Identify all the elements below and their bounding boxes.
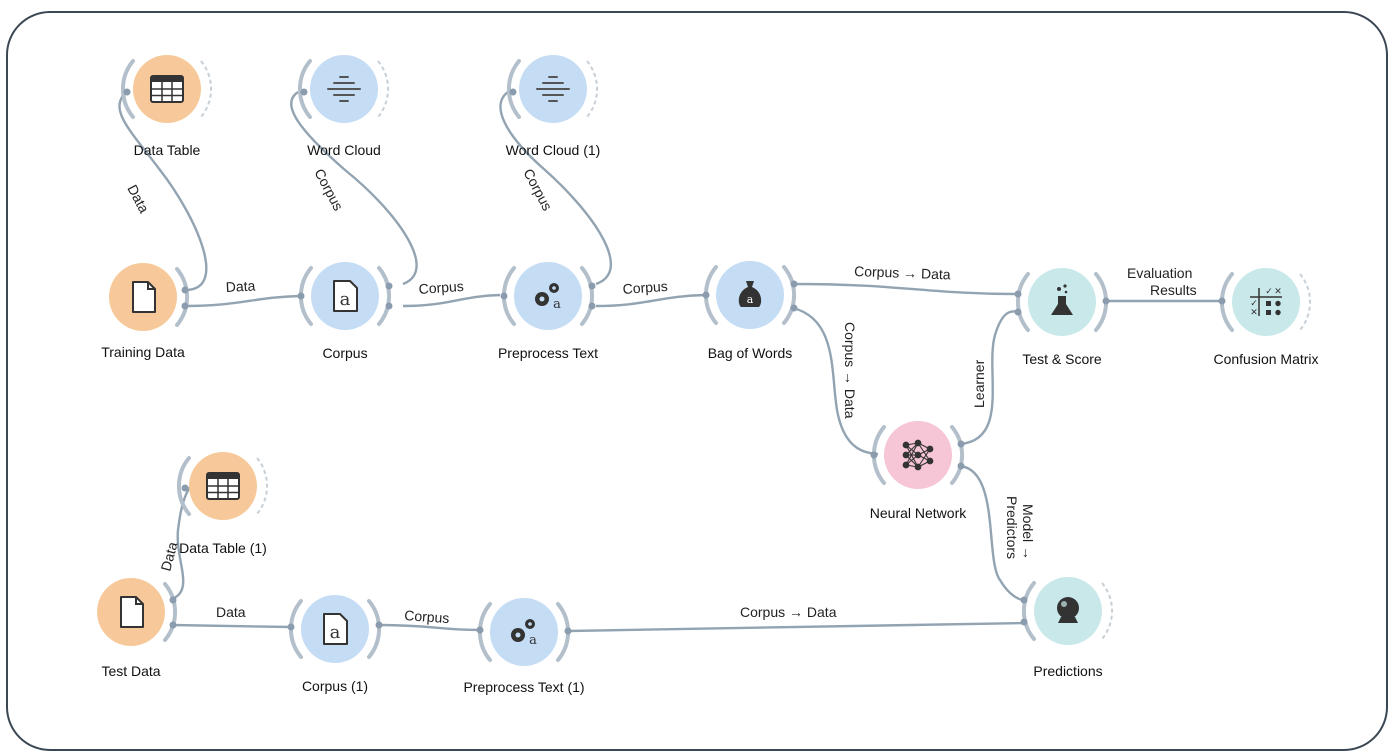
link-training-to-corpus[interactable] bbox=[184, 294, 301, 308]
link-training-to-datatable[interactable] bbox=[118, 91, 208, 292]
link-preprocess-to-wordcloud1[interactable] bbox=[499, 91, 613, 286]
file-icon bbox=[120, 596, 144, 628]
link-label: Corpus bbox=[311, 166, 346, 213]
link-preprocess1-to-predictions[interactable] bbox=[567, 621, 1026, 633]
table-icon bbox=[206, 472, 240, 500]
node-label: Confusion Matrix bbox=[1213, 351, 1318, 367]
node-label: Training Data bbox=[101, 344, 185, 360]
crystal-ball-icon bbox=[1057, 597, 1079, 623]
node-label: Predictions bbox=[1033, 663, 1102, 679]
node-label: Bag of Words bbox=[708, 345, 793, 361]
widget-predictions[interactable]: Predictions bbox=[1020, 577, 1113, 679]
svg-text:a: a bbox=[340, 289, 351, 310]
link-bow-to-testscore[interactable] bbox=[792, 282, 1016, 296]
link-preprocess-to-bow[interactable] bbox=[595, 293, 706, 308]
link-label: Corpus bbox=[622, 278, 668, 297]
node-label: Preprocess Text (1) bbox=[463, 679, 584, 695]
widget-corpus[interactable]: a Corpus bbox=[297, 262, 393, 361]
link-label: Results bbox=[1150, 282, 1197, 298]
word-cloud-icon bbox=[327, 76, 361, 102]
file-icon bbox=[132, 281, 156, 313]
link-label: Corpus → Data bbox=[854, 263, 951, 282]
workflow-canvas[interactable]: Data Data Corpus Corpus Corpus Corpus Co… bbox=[0, 0, 1397, 731]
link-label: Corpus bbox=[404, 607, 450, 626]
widget-word-cloud[interactable]: Word Cloud bbox=[298, 55, 389, 158]
corpus-document-icon: a bbox=[323, 613, 348, 645]
gears-icon: a bbox=[535, 283, 561, 312]
svg-text:✕: ✕ bbox=[1250, 308, 1258, 318]
word-cloud-icon bbox=[536, 76, 570, 102]
widget-preprocess-text[interactable]: a Preprocess Text bbox=[498, 262, 598, 361]
svg-text:a: a bbox=[553, 297, 561, 312]
link-label: Corpus bbox=[520, 166, 555, 213]
link-labels: Data Data Corpus Corpus Corpus Corpus Co… bbox=[124, 166, 1196, 626]
widget-data-table-1[interactable]: Data Table (1) bbox=[177, 452, 268, 556]
links bbox=[118, 90, 1222, 633]
money-bag-icon: a bbox=[738, 281, 762, 307]
link-label: Corpus → Data bbox=[842, 322, 858, 419]
widget-data-table[interactable]: Data Table bbox=[121, 55, 212, 158]
link-nn-to-testscore[interactable] bbox=[959, 310, 1019, 446]
node-label: Word Cloud bbox=[307, 142, 381, 158]
node-label: Data Table (1) bbox=[179, 540, 267, 556]
link-corpus-to-preprocess[interactable] bbox=[402, 293, 501, 308]
node-label: Corpus bbox=[322, 345, 367, 361]
link-testdata-to-datatable1[interactable] bbox=[171, 486, 192, 601]
widget-word-cloud-1[interactable]: Word Cloud (1) bbox=[506, 55, 601, 158]
link-label: Corpus → Data bbox=[740, 604, 837, 620]
link-label: Data bbox=[216, 604, 246, 620]
gears-icon: a bbox=[511, 619, 537, 648]
link-label: Predictors bbox=[1004, 496, 1020, 559]
link-label: Model → bbox=[1020, 504, 1036, 560]
node-label: Neural Network bbox=[870, 505, 967, 521]
node-label: Word Cloud (1) bbox=[506, 142, 601, 158]
svg-text:a: a bbox=[747, 293, 754, 306]
node-label: Data Table bbox=[134, 142, 201, 158]
svg-text:a: a bbox=[529, 633, 537, 648]
neural-network-icon bbox=[902, 439, 934, 471]
link-corpus-to-wordcloud[interactable] bbox=[290, 90, 418, 286]
link-label: Data bbox=[157, 540, 180, 573]
widget-corpus-1[interactable]: a Corpus (1) bbox=[287, 595, 383, 694]
flask-icon bbox=[1051, 284, 1073, 315]
svg-text:✕: ✕ bbox=[1274, 287, 1282, 297]
widget-test-data[interactable]: Test Data bbox=[97, 578, 177, 679]
link-label: Corpus bbox=[418, 278, 464, 297]
link-corpus1-to-preprocess1[interactable] bbox=[379, 623, 481, 632]
svg-text:✓: ✓ bbox=[1265, 287, 1273, 297]
node-label: Test & Score bbox=[1022, 351, 1102, 367]
link-bow-to-neuralnetwork[interactable] bbox=[792, 306, 879, 456]
widget-confusion-matrix[interactable]: ✓ ✕ ✓ ✕ Confusion Matrix bbox=[1213, 268, 1319, 367]
node-label: Preprocess Text bbox=[498, 345, 598, 361]
link-nn-to-predictions[interactable] bbox=[959, 464, 1028, 603]
node-label: Corpus (1) bbox=[302, 678, 368, 694]
svg-text:a: a bbox=[330, 622, 341, 643]
matrix-icon: ✓ ✕ ✓ ✕ bbox=[1250, 287, 1282, 318]
link-label: Data bbox=[124, 182, 152, 216]
node-label: Test Data bbox=[101, 663, 160, 679]
widget-test-and-score[interactable]: Test & Score bbox=[1014, 268, 1110, 367]
widget-bag-of-words[interactable]: a Bag of Words bbox=[702, 261, 798, 361]
link-testdata-to-corpus1[interactable] bbox=[171, 623, 291, 629]
link-label: Evaluation bbox=[1127, 265, 1192, 281]
table-icon bbox=[150, 75, 184, 103]
corpus-document-icon: a bbox=[333, 280, 358, 312]
widget-preprocess-text-1[interactable]: a Preprocess Text (1) bbox=[463, 598, 585, 695]
link-label: Data bbox=[225, 277, 256, 295]
widget-training-data[interactable]: Training Data bbox=[101, 263, 189, 360]
widget-neural-network[interactable]: Neural Network bbox=[870, 421, 967, 521]
link-label: Learner bbox=[971, 359, 987, 408]
svg-text:✓: ✓ bbox=[1250, 299, 1258, 309]
